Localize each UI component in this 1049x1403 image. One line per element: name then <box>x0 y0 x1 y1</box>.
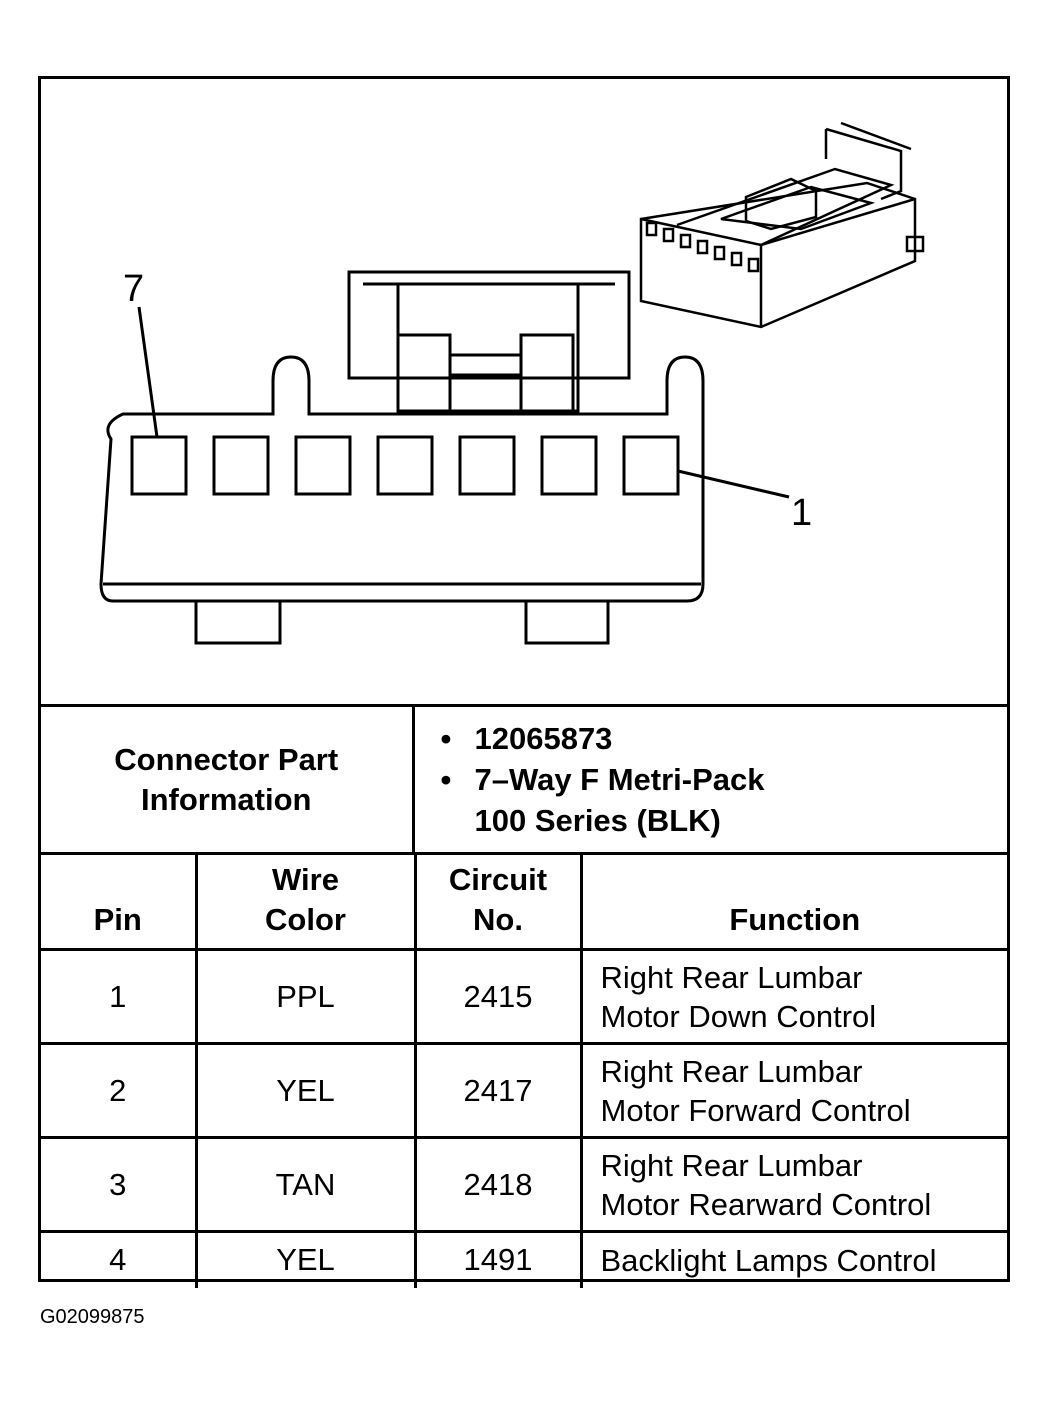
cell-pin: 2 <box>41 1042 198 1139</box>
part-number: •12065873 <box>440 721 613 756</box>
pin-cavity-7 <box>130 435 188 496</box>
cell-circuit: 1491 <box>413 1230 583 1288</box>
pin-label-7: 7 <box>123 268 144 310</box>
cell-function: Backlight Lamps Control <box>579 1230 1007 1288</box>
cell-circuit: 2418 <box>413 1136 583 1233</box>
header-pin: Pin <box>41 852 198 951</box>
cell-color: PPL <box>194 948 417 1045</box>
pin-cavity-5 <box>294 435 352 496</box>
figure-code: G02099875 <box>40 1306 145 1328</box>
cell-pin: 3 <box>41 1136 198 1233</box>
cell-color: YEL <box>194 1042 417 1139</box>
connector-description: •7–Way F Metri-Pack <box>440 762 765 797</box>
cell-circuit: 2417 <box>413 1042 583 1139</box>
connector-iso-view <box>639 121 925 329</box>
connector-drawing: 7 1 <box>99 121 925 645</box>
pin-cavity-1 <box>622 435 680 496</box>
connector-body <box>99 355 705 603</box>
pin-cavity-4 <box>376 435 434 496</box>
cell-color: YEL <box>194 1230 417 1288</box>
cell-color: TAN <box>194 1136 417 1233</box>
connector-table-wrap: Connector Part Information •12065873 •7–… <box>41 704 1007 1288</box>
header-function: Function <box>579 852 1007 951</box>
connector-part-info-label: Connector Part Information <box>41 704 415 855</box>
cell-pin: 1 <box>41 948 198 1045</box>
pin-cavity-6 <box>212 435 270 496</box>
connector-part-info-value: •12065873 •7–Way F Metri-Pack 100 Series… <box>411 704 1007 855</box>
table-row: 4 YEL 1491 Backlight Lamps Control <box>41 1230 1007 1288</box>
diagram-frame: 7 1 Connector Part Information •12065873… <box>38 76 1010 1288</box>
pin-label-1: 1 <box>791 492 812 534</box>
cell-pin: 4 <box>41 1230 198 1288</box>
cell-circuit: 2415 <box>413 948 583 1045</box>
connector-latch <box>347 270 631 413</box>
connector-part-info: Connector Part Information •12065873 •7–… <box>41 704 1007 855</box>
pin-cavity-2 <box>540 435 598 496</box>
pin-cavity-3 <box>458 435 516 496</box>
